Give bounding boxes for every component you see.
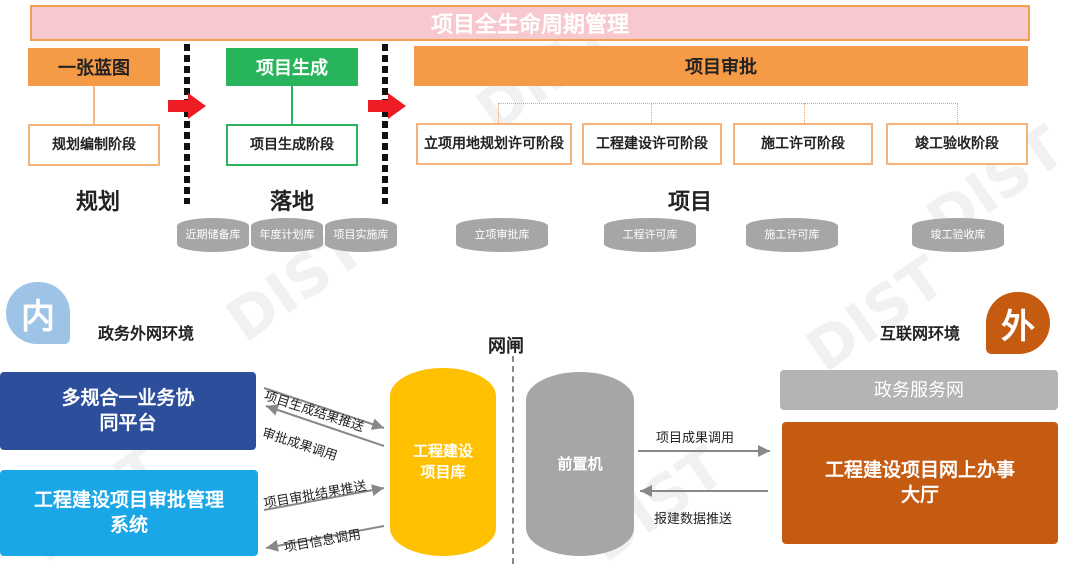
database-eng-permit: 工程许可库 — [604, 218, 696, 252]
stage-approval-box-2: 工程建设许可阶段 — [582, 123, 722, 165]
red-arrow-icon — [368, 93, 406, 119]
stage-caption-land: 落地 — [269, 190, 314, 215]
stage-caption-plan: 规划 — [75, 190, 120, 215]
stage-caption-project: 项目 — [667, 190, 712, 215]
connector-line — [498, 103, 958, 104]
connector-line — [498, 103, 499, 123]
stage-divider — [382, 44, 388, 204]
stage-blueprint-header: 一张蓝图 — [28, 48, 160, 86]
outer-env-label: 互联网环境 — [880, 324, 961, 343]
collab-platform: 多规合一业务协同平台 — [0, 372, 256, 450]
stage-divider — [184, 44, 190, 204]
inner-badge-icon: 内 — [6, 282, 70, 344]
project-database: 工程建设项目库 — [390, 368, 496, 556]
database-completion: 竣工验收库 — [912, 218, 1004, 252]
flow-data-push-label: 报建数据推送 — [654, 512, 733, 527]
online-service-hall: 工程建设项目网上办事大厅 — [782, 422, 1058, 544]
stage-generation-header: 项目生成 — [226, 48, 358, 86]
connector-line — [804, 103, 805, 123]
connector-line — [651, 103, 652, 123]
database-reserve: 近期储备库 — [177, 218, 249, 252]
stage-approval-box-3: 施工许可阶段 — [733, 123, 873, 165]
database-approval: 立项审批库 — [456, 218, 548, 252]
stage-approval-header: 项目审批 — [414, 46, 1028, 86]
database-annual: 年度计划库 — [251, 218, 323, 252]
stage-blueprint-box: 规划编制阶段 — [28, 124, 160, 166]
watermark: DIST — [794, 242, 957, 386]
flow-result-call-label: 项目成果调用 — [656, 431, 735, 446]
connector-line — [291, 86, 293, 124]
stage-generation-box: 项目生成阶段 — [226, 124, 358, 166]
page-title: 项目全生命周期管理 — [30, 5, 1030, 41]
database-construct-permit: 施工许可库 — [746, 218, 838, 252]
inner-env-label: 政务外网环境 — [98, 324, 195, 343]
flow-arrows-left — [263, 387, 385, 552]
gateway-label: 网闸 — [488, 336, 524, 357]
flow-arrows-right — [638, 445, 770, 497]
stage-approval-box-4: 竣工验收阶段 — [886, 123, 1028, 165]
database-implement: 项目实施库 — [325, 218, 397, 252]
approval-system: 工程建设项目审批管理系统 — [0, 470, 258, 556]
frontend-machine: 前置机 — [526, 372, 634, 556]
outer-badge-icon: 外 — [986, 292, 1050, 354]
red-arrow-icon — [168, 93, 206, 119]
connector-line — [93, 86, 95, 124]
stage-approval-box-1: 立项用地规划许可阶段 — [416, 123, 572, 165]
gateway-line — [512, 356, 514, 564]
connector-line — [957, 103, 958, 123]
gov-service-network: 政务服务网 — [780, 370, 1058, 410]
